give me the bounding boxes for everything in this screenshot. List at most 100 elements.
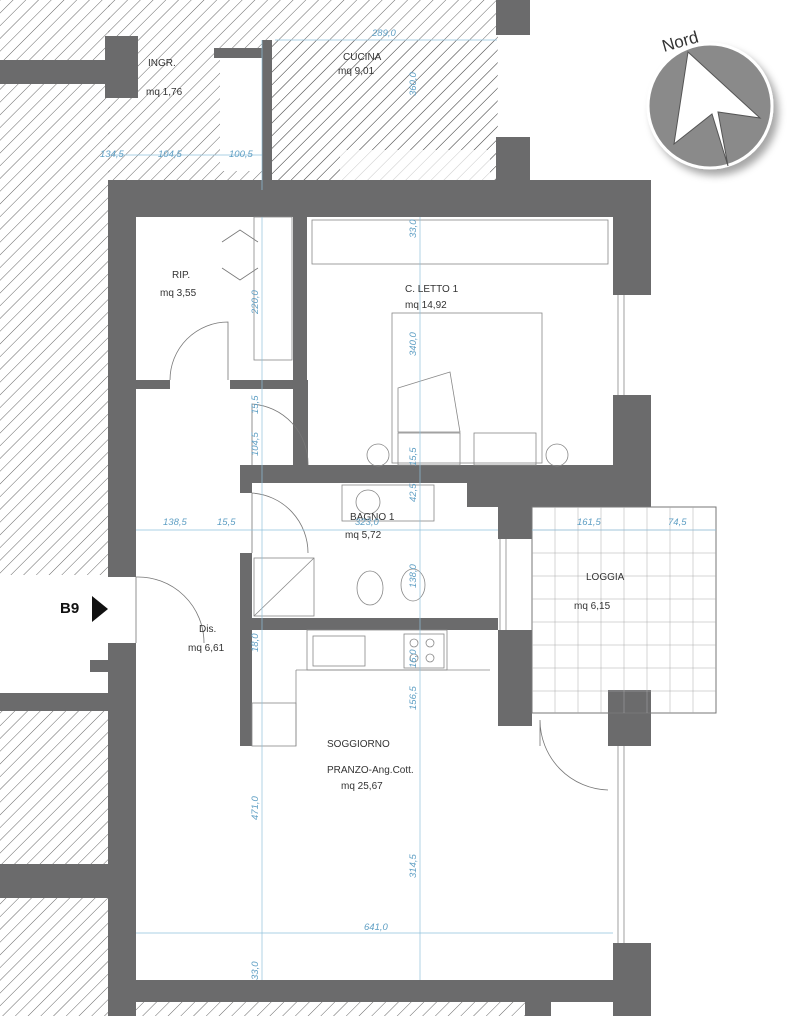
room-ingr-name: INGR.: [148, 58, 176, 69]
wall-rip-stub-left: [136, 380, 170, 389]
room-bagno-name: BAGNO 1: [350, 512, 395, 523]
room-rip-area: mq 3,55: [160, 288, 197, 299]
wall-closet-right: [293, 217, 307, 387]
kitchen-sink: [312, 635, 366, 667]
kitchen-hob: [403, 633, 445, 669]
dim-104-5-top: 104,5: [158, 149, 182, 160]
wall-dis-right: [240, 553, 252, 746]
dim-33-0-bottom: 33,0: [250, 961, 261, 980]
room-dis-area: mq 6,61: [188, 643, 225, 654]
dim-100-5: 100,5: [229, 149, 253, 160]
wall-neighbor-ingr-top: [214, 48, 264, 58]
dim-104-5: 104,5: [250, 432, 261, 456]
hatch-bottom: [135, 1002, 525, 1016]
dim-220-0: 220,0: [250, 290, 261, 315]
wall-bed-lower: [293, 380, 308, 465]
bed-cover-fold: [397, 371, 461, 433]
room-bagno-area: mq 5,72: [345, 530, 382, 541]
nightstand-right: [545, 443, 569, 467]
toilet: [356, 570, 384, 606]
room-cucina-name: CUCINA: [343, 52, 382, 63]
bath-sink-counter: [341, 484, 435, 522]
neighbor-interiors: [220, 40, 497, 190]
wall-neighbor-left-lower: [0, 693, 108, 711]
wall-bath-bottom: [240, 618, 498, 630]
room-loggia-area: mq 6,15: [574, 601, 611, 612]
hatch-left-lower: [0, 898, 108, 1016]
doors: [135, 229, 609, 791]
wall-bed-bottom: [240, 465, 613, 483]
wall-neighbor-left: [0, 60, 110, 84]
room-soggiorno-area: mq 25,67: [341, 781, 383, 792]
loggia-floor: [531, 506, 717, 714]
dim-641-0: 641,0: [364, 922, 388, 933]
wall-bottom-stub: [525, 980, 551, 1016]
dimension-lines: [110, 39, 716, 980]
dim-138-0: 138,0: [408, 564, 419, 588]
closet: [253, 216, 293, 361]
kitchen-fridge: [251, 702, 297, 747]
door-entry: [135, 576, 205, 644]
dim-18-0: 18,0: [250, 633, 261, 652]
dim-314-5: 314,5: [408, 854, 419, 878]
dim-471-0: 471,0: [250, 796, 261, 820]
wall-living-corner: [498, 630, 532, 726]
bath-sink: [355, 489, 381, 515]
dimension-labels: 138,5 15,5 323,0 161,5 74,5 641,0 134,5 …: [100, 28, 687, 980]
wall-right-lower: [613, 943, 651, 1016]
wall-top: [108, 180, 651, 217]
room-rip-name: RIP.: [172, 270, 190, 281]
wall-rip-stub-right: [230, 380, 307, 389]
room-letto-name: C. LETTO 1: [405, 284, 459, 295]
shower: [253, 557, 315, 617]
dim-134-5: 134,5: [100, 149, 124, 160]
door-loggia: [539, 719, 609, 791]
bed: [391, 312, 543, 464]
room-dis-name: Dis.: [199, 624, 216, 635]
entry-arrow: [92, 596, 108, 622]
dim-33-0-top: 33,0: [408, 219, 419, 238]
room-soggiorno-name: SOGGIORNO: [327, 739, 390, 750]
dim-360-0: 360,0: [408, 72, 419, 96]
furniture: [251, 216, 609, 747]
wall-right-upper: [613, 180, 651, 295]
wall-left-upper: [108, 180, 136, 577]
dim-156-5: 156,5: [408, 686, 419, 710]
hatch-left-upper: [0, 0, 110, 575]
wall-neighbor-top-right: [496, 0, 530, 35]
windows: [499, 295, 625, 943]
dim-42-5: 42,5: [408, 483, 419, 502]
door-bath: [251, 492, 309, 554]
dim-16-0: 16,0: [408, 649, 419, 668]
bidet: [400, 568, 426, 602]
hatch-left-middle: [0, 710, 108, 865]
wall-neighbor-pillar: [105, 36, 138, 98]
wall-loggia-pillar: [608, 690, 651, 746]
dim-340-0: 340,0: [408, 332, 419, 356]
wall-entry-stub: [90, 660, 108, 672]
dim-74-5: 74,5: [668, 517, 687, 528]
wall-neighbor-left-bottom: [0, 864, 136, 898]
room-labels: INGR. mq 1,76 CUCINA mq 9,01 RIP. mq 3,5…: [146, 52, 625, 792]
nightstand-left: [366, 443, 390, 467]
north-compass: Nord: [646, 27, 774, 170]
bed-pillow-right: [473, 432, 537, 466]
room-soggiorno-subname: PRANZO-Ang.Cott.: [327, 765, 414, 776]
door-rip: [169, 321, 229, 381]
unit-tag: B9: [60, 600, 79, 617]
dim-138-5: 138,5: [163, 517, 187, 528]
room-ingr-area: mq 1,76: [146, 87, 183, 98]
room-letto-area: mq 14,92: [405, 300, 447, 311]
walls: [0, 0, 651, 1016]
bed-pillow-left: [397, 432, 461, 466]
room-cucina-area: mq 9,01: [338, 66, 375, 77]
dim-15-5-a: 15,5: [217, 517, 236, 528]
wardrobe: [311, 219, 609, 265]
dim-289-0: 289,0: [371, 28, 396, 39]
dim-15-5-b: 15,5: [408, 447, 419, 466]
wall-bath-right: [467, 483, 651, 507]
wall-bottom: [108, 980, 651, 1002]
wall-bath-stub: [240, 465, 252, 493]
closet-folding-doors: [221, 229, 259, 281]
dim-323-0: 323,0: [355, 517, 379, 528]
